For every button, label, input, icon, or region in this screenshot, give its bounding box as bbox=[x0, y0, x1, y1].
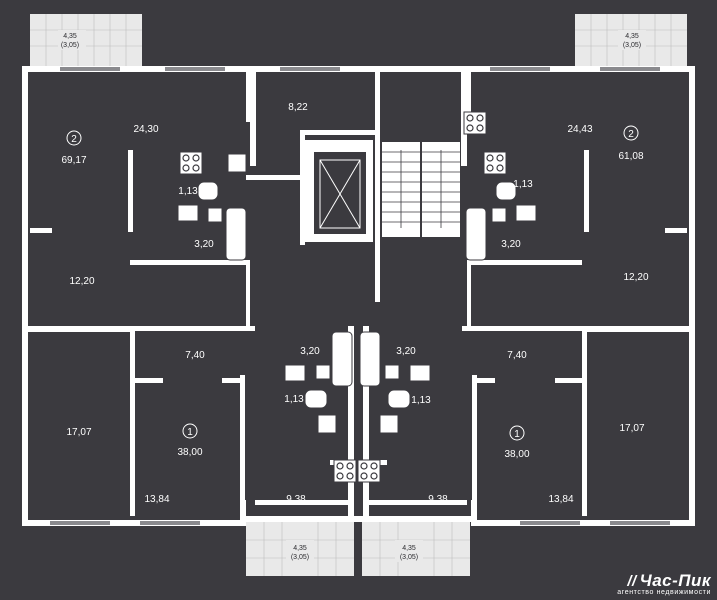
balcony-top-right-sub: (3,05) bbox=[623, 42, 641, 49]
elevator bbox=[305, 140, 373, 242]
apartment-rooms-right-2: 2 bbox=[628, 129, 634, 140]
balcony-bottom-right-area: 4,35 bbox=[402, 545, 416, 552]
apartment-total-left-1: 38,00 bbox=[177, 447, 202, 458]
exterior-walls bbox=[22, 66, 695, 526]
balcony-top-left-area: 4,35 bbox=[63, 33, 77, 40]
staircase bbox=[382, 142, 460, 237]
logo-mark: // bbox=[627, 573, 637, 590]
room-area-tl-wc: 1,13 bbox=[178, 186, 198, 197]
logo-name: Час-Пик bbox=[639, 571, 711, 590]
apartment-total-right-2: 61,08 bbox=[618, 151, 643, 162]
balcony-bottom-left-area: 4,35 bbox=[293, 545, 307, 552]
room-area-br-living: 13,84 bbox=[548, 494, 573, 505]
room-area-tl-living: 24,30 bbox=[133, 124, 158, 135]
room-area-left-room: 17,07 bbox=[66, 427, 91, 438]
apartment-total-right-1: 38,00 bbox=[504, 449, 529, 460]
balcony-bottom-right-sub: (3,05) bbox=[400, 554, 418, 561]
balcony-bottom-left-sub: (3,05) bbox=[291, 554, 309, 561]
balcony-bottom-right bbox=[362, 522, 470, 576]
balcony-top-left-sub: (3,05) bbox=[61, 42, 79, 49]
bathtubs bbox=[225, 207, 487, 387]
balcony-bottom-left bbox=[246, 522, 354, 576]
room-area-hall-top: 8,22 bbox=[288, 102, 308, 113]
apartment-marker-left-1 bbox=[182, 423, 198, 439]
room-area-br-wc: 1,13 bbox=[411, 395, 431, 406]
apartment-rooms-left-1: 1 bbox=[187, 427, 193, 438]
balcony-top-left bbox=[30, 14, 142, 66]
apartment-rooms-left-2: 2 bbox=[71, 134, 77, 145]
room-area-br-bath: 3,20 bbox=[396, 346, 416, 357]
interior-walls bbox=[22, 72, 695, 516]
apartment-marker-left-2 bbox=[66, 130, 82, 146]
agency-logo: //Час-Пик агентство недвижимости bbox=[617, 571, 711, 596]
room-area-tl-bath: 3,20 bbox=[194, 239, 214, 250]
room-area-bl-bath: 3,20 bbox=[300, 346, 320, 357]
apartment-marker-right-1 bbox=[509, 425, 525, 441]
room-area-br-hall: 7,40 bbox=[507, 350, 527, 361]
room-area-br-kitchen: 9,38 bbox=[428, 494, 448, 505]
logo-tagline: агентство недвижимости bbox=[617, 589, 711, 596]
room-area-tr-living: 24,43 bbox=[567, 124, 592, 135]
sanitary-fixtures bbox=[177, 153, 537, 434]
room-area-bl-hall: 7,40 bbox=[185, 350, 205, 361]
room-area-bl-living: 13,84 bbox=[144, 494, 169, 505]
room-area-tr-wc: 1,13 bbox=[513, 179, 533, 190]
room-area-tr-kitchen: 12,20 bbox=[623, 272, 648, 283]
apartment-rooms-right-1: 1 bbox=[514, 429, 520, 440]
room-area-bl-wc: 1,13 bbox=[284, 394, 304, 405]
room-area-tr-bath: 3,20 bbox=[501, 239, 521, 250]
balcony-top-right bbox=[575, 14, 687, 66]
apartment-total-left-2: 69,17 bbox=[61, 155, 86, 166]
balcony-top-right-area: 4,35 bbox=[625, 33, 639, 40]
room-area-bl-kitchen: 9,38 bbox=[286, 494, 306, 505]
stoves bbox=[179, 111, 507, 483]
room-area-right-room: 17,07 bbox=[619, 423, 644, 434]
room-area-tl-kitchen: 12,20 bbox=[69, 276, 94, 287]
apartment-marker-right-2 bbox=[623, 125, 639, 141]
